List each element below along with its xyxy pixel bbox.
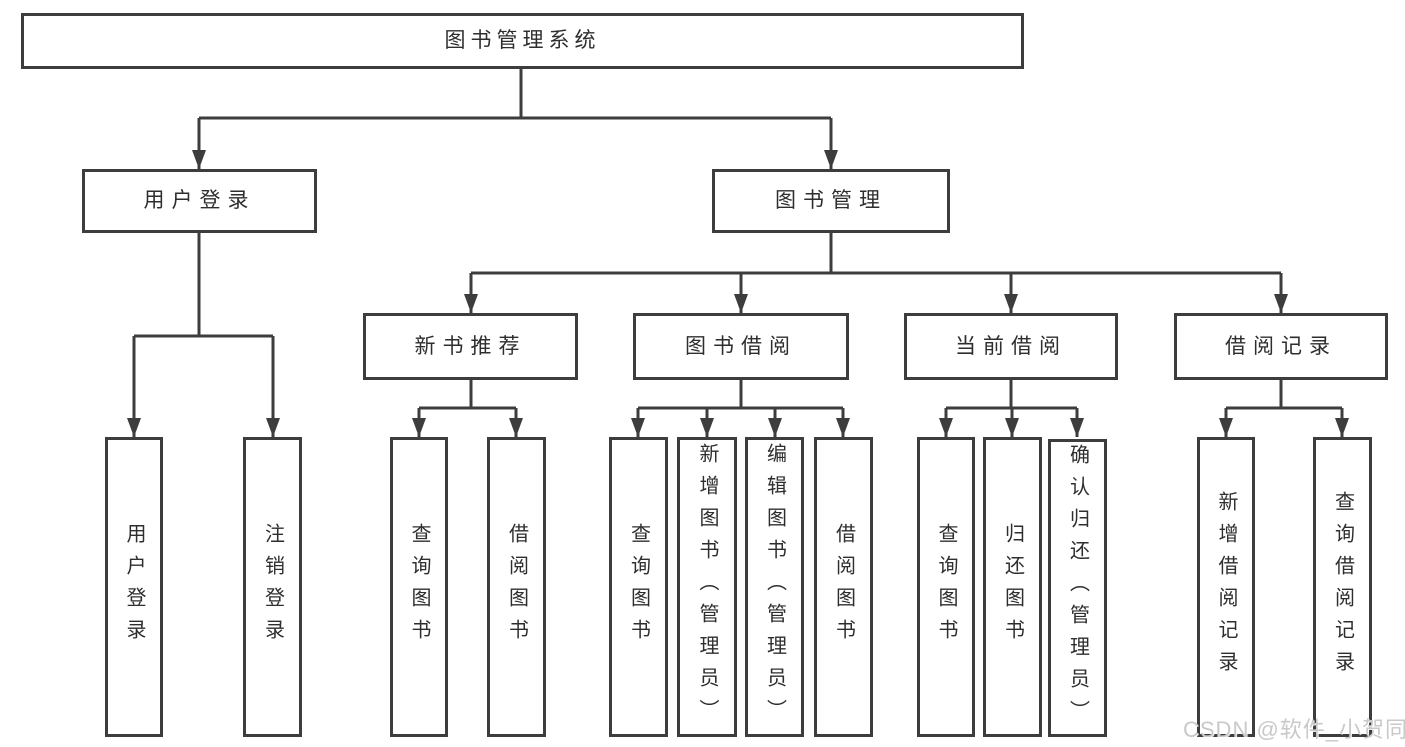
leaf-query-books-recommend-label: 查询图书 <box>408 523 430 651</box>
node-current-borrow-label: 当前借阅 <box>955 334 1067 358</box>
node-book-borrow-label: 图书借阅 <box>685 334 797 358</box>
node-user-login: 用户登录 <box>82 169 317 233</box>
leaf-confirm-return-admin-label: 确认归还（管理员） <box>1066 444 1089 732</box>
leaf-edit-book-admin: 编辑图书（管理员） <box>745 437 804 737</box>
leaf-query-books-recommend: 查询图书 <box>390 437 448 737</box>
node-user-login-label: 用户登录 <box>143 189 256 213</box>
node-book-management: 图书管理 <box>712 169 950 233</box>
node-book-management-label: 图书管理 <box>775 189 887 213</box>
leaf-borrow-books-recommend: 借阅图书 <box>487 437 546 737</box>
node-new-book-recommend: 新书推荐 <box>363 313 578 380</box>
leaf-logout-label: 注销登录 <box>261 523 284 651</box>
leaf-query-borrow-record: 查询借阅记录 <box>1313 437 1372 737</box>
watermark: CSDN @软件_小贺同学 <box>1183 717 1405 742</box>
leaf-query-books-borrow-label: 查询图书 <box>627 523 650 651</box>
node-new-book-recommend-label: 新书推荐 <box>414 334 527 358</box>
leaf-return-book-label: 归还图书 <box>1001 523 1024 651</box>
leaf-borrow-books-recommend-label: 借阅图书 <box>505 523 528 651</box>
leaf-user-login: 用户登录 <box>105 437 163 737</box>
leaf-logout: 注销登录 <box>243 437 302 737</box>
leaf-add-book-admin-label: 新增图书（管理员） <box>696 443 718 731</box>
leaf-query-books-current: 查询图书 <box>917 437 975 737</box>
node-root: 图书管理系统 <box>21 13 1024 69</box>
node-root-label: 图书管理系统 <box>444 29 601 53</box>
node-borrow-records-label: 借阅记录 <box>1225 334 1337 358</box>
leaf-query-books-current-label: 查询图书 <box>935 523 957 651</box>
leaf-add-borrow-record-label: 新增借阅记录 <box>1215 491 1237 683</box>
node-borrow-records: 借阅记录 <box>1174 313 1388 380</box>
leaf-user-login-label: 用户登录 <box>123 523 145 651</box>
leaf-add-borrow-record: 新增借阅记录 <box>1197 437 1255 737</box>
leaf-confirm-return-admin: 确认归还（管理员） <box>1048 439 1107 737</box>
node-book-borrow: 图书借阅 <box>633 313 849 380</box>
node-current-borrow: 当前借阅 <box>904 313 1118 380</box>
leaf-borrow-books: 借阅图书 <box>814 437 873 737</box>
leaf-add-book-admin: 新增图书（管理员） <box>677 437 737 737</box>
leaf-query-borrow-record-label: 查询借阅记录 <box>1331 491 1354 683</box>
leaf-query-books-borrow: 查询图书 <box>609 437 668 737</box>
leaf-borrow-books-label: 借阅图书 <box>832 523 855 651</box>
leaf-return-book: 归还图书 <box>983 437 1042 737</box>
leaf-edit-book-admin-label: 编辑图书（管理员） <box>763 443 786 731</box>
